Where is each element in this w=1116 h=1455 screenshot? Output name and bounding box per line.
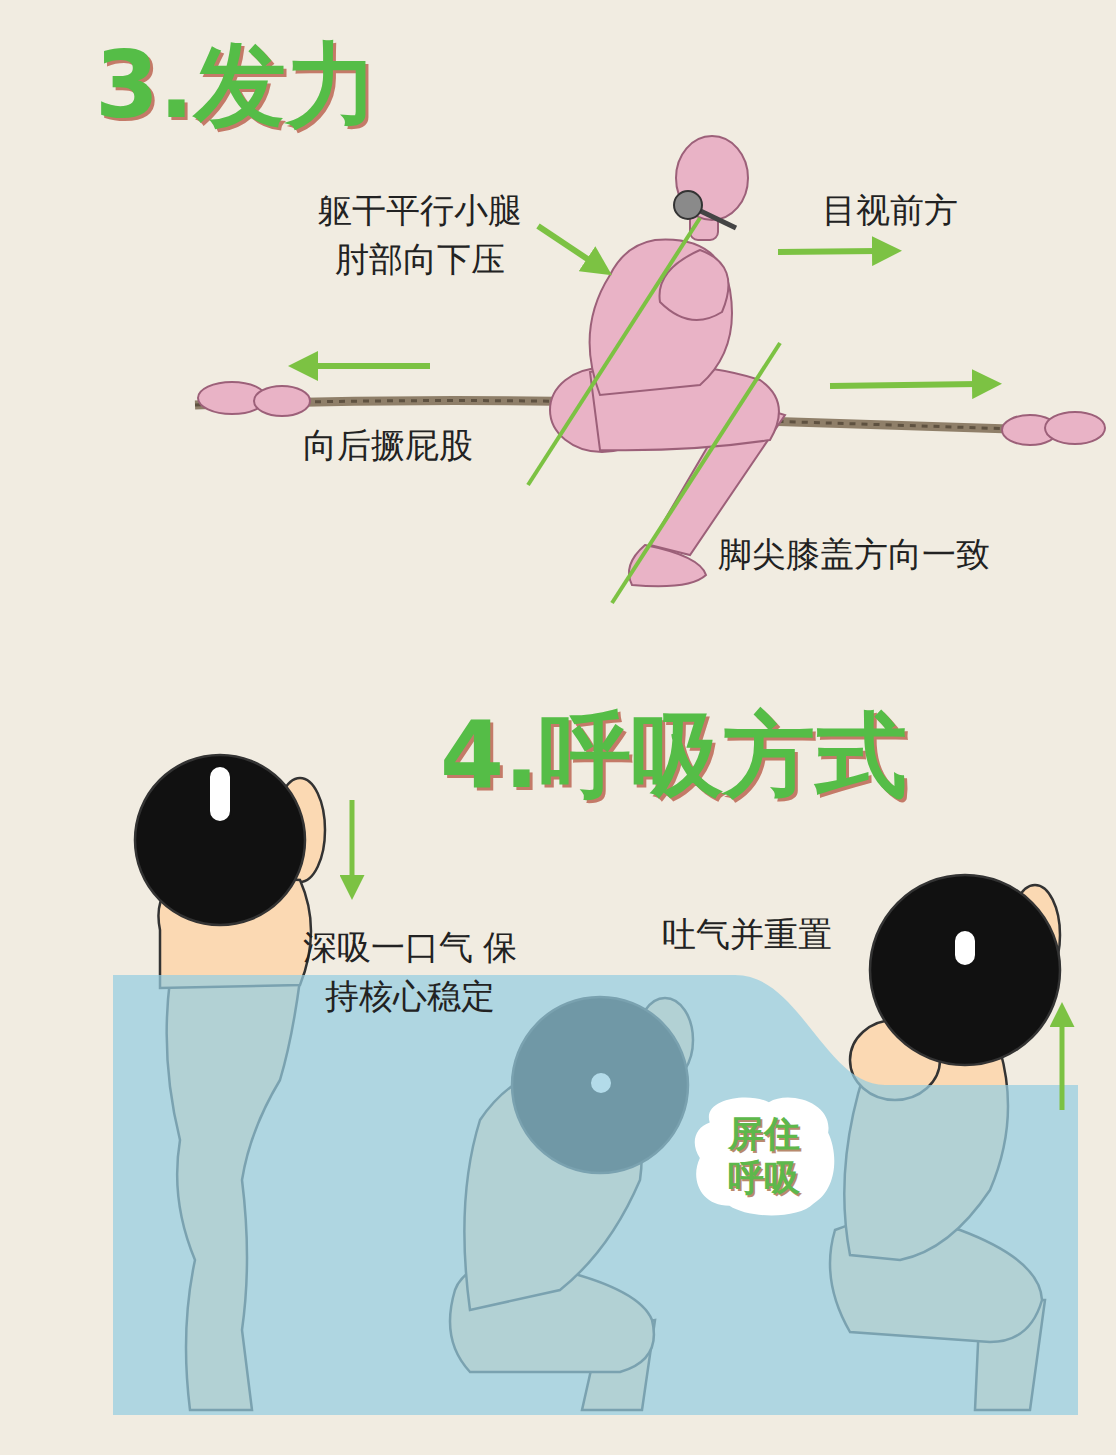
callout-text: 脚尖膝盖方向一致 bbox=[718, 530, 990, 579]
water bbox=[113, 975, 1078, 1415]
callout-text: 深吸一口气 保持核心稳定 bbox=[293, 923, 527, 1022]
thought-cloud: 屏住 呼吸 bbox=[690, 1092, 838, 1219]
cloud-fill bbox=[695, 1097, 835, 1215]
cloud-shape bbox=[690, 1092, 838, 1219]
torso bbox=[590, 240, 732, 395]
callout-text: 躯干平行小腿 肘部向下压 bbox=[303, 186, 537, 285]
up-arrow bbox=[1060, 1022, 1065, 1110]
node-text: 屏住 呼吸 bbox=[724, 1112, 804, 1198]
bar-sleeve bbox=[209, 766, 231, 822]
bar-sleeve bbox=[954, 930, 976, 966]
callout-text: 吐气并重置 bbox=[662, 910, 832, 959]
arm bbox=[660, 250, 729, 320]
callout-text: 目视前方 bbox=[822, 186, 958, 235]
callout-text: 向后撅屁股 bbox=[303, 421, 473, 470]
hip-back-arrow bbox=[312, 363, 430, 369]
hand bbox=[254, 386, 310, 416]
bar-end bbox=[674, 191, 702, 219]
plate bbox=[870, 875, 1060, 1065]
section-heading: 4.呼吸方式 bbox=[440, 705, 907, 806]
foot bbox=[629, 545, 706, 586]
torso-guide-line bbox=[528, 218, 700, 485]
down-arrow bbox=[350, 800, 355, 880]
section-heading: 3.发力 bbox=[95, 35, 378, 136]
leader-arrow bbox=[538, 226, 592, 262]
plate bbox=[135, 755, 305, 925]
gaze-arrow bbox=[778, 251, 878, 252]
hand bbox=[1045, 412, 1105, 444]
knee-forward-arrow bbox=[830, 384, 978, 386]
